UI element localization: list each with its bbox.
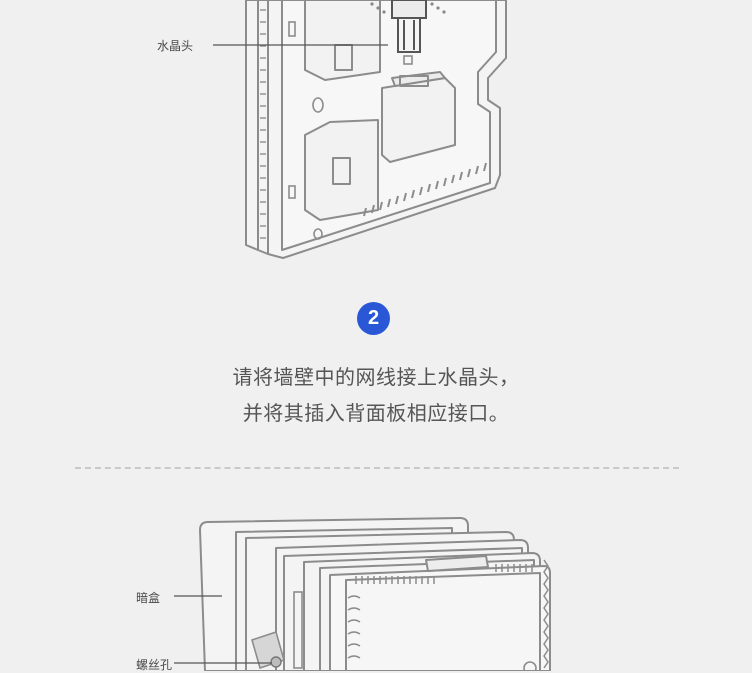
- section-divider: [75, 467, 679, 469]
- instruction-line-2: 并将其插入背面板相应接口。: [242, 401, 510, 425]
- step-number-badge: 2: [357, 302, 390, 335]
- callout-crystal-head: 水晶头: [157, 39, 194, 53]
- instruction-line-1: 请将墙壁中的网线接上水晶头，: [232, 365, 520, 389]
- callout-screw-hole: 螺丝孔: [136, 658, 173, 672]
- callout-dark-box: 暗盒: [136, 591, 161, 605]
- back-panel-illustration: [213, 0, 507, 259]
